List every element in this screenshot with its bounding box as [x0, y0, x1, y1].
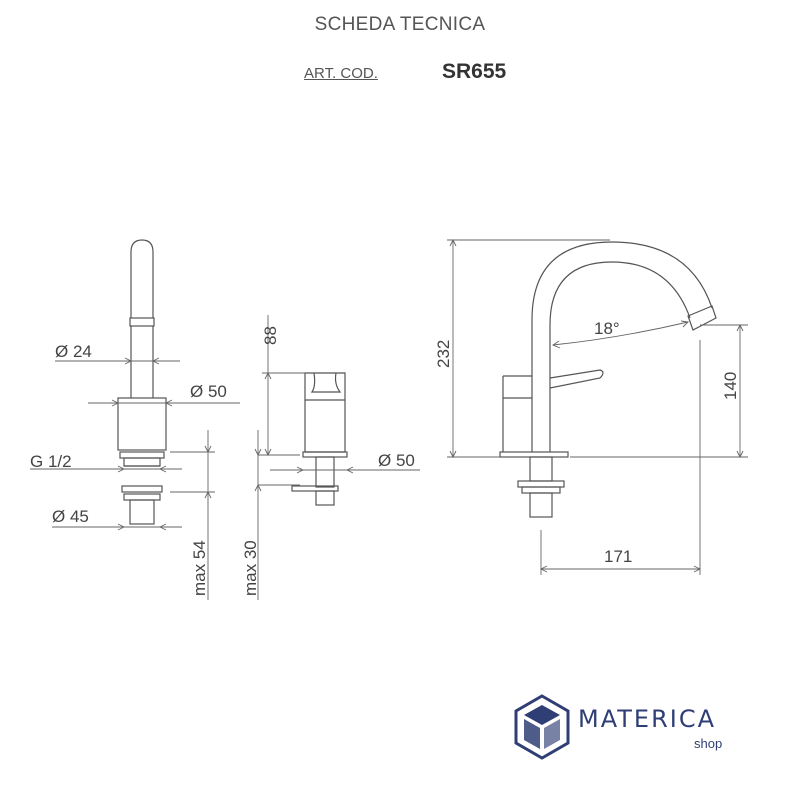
- dim-angle-18: 18°: [594, 319, 620, 338]
- dim-height-88: 88: [261, 326, 280, 345]
- dim-height-140: 140: [721, 372, 740, 400]
- handle-side-view: [254, 315, 420, 600]
- art-code-value: SR655: [442, 60, 507, 83]
- dim-height-232: 232: [434, 340, 453, 368]
- dim-g-half: G 1/2: [30, 452, 72, 471]
- brand-logo[interactable]: [512, 693, 742, 763]
- page-title: SCHEDA TECNICA: [314, 14, 486, 35]
- dim-width-171: 171: [604, 547, 632, 566]
- dim-max-54: max 54: [190, 540, 209, 596]
- dim-max-30: max 30: [241, 540, 260, 596]
- dim-diameter-24: Ø 24: [55, 342, 92, 361]
- mixer-side-view: [447, 238, 748, 575]
- dim-diameter-45: Ø 45: [52, 507, 89, 526]
- art-code-label: ART. COD.: [304, 65, 378, 82]
- brand-subtitle: shop: [694, 736, 723, 751]
- brand-name: MATERICA: [578, 705, 717, 733]
- dim-diameter-50-mid: Ø 50: [378, 451, 415, 470]
- dim-diameter-50-left: Ø 50: [190, 382, 227, 401]
- spout-front-view: [30, 239, 240, 600]
- materica-logo-icon: [514, 694, 570, 760]
